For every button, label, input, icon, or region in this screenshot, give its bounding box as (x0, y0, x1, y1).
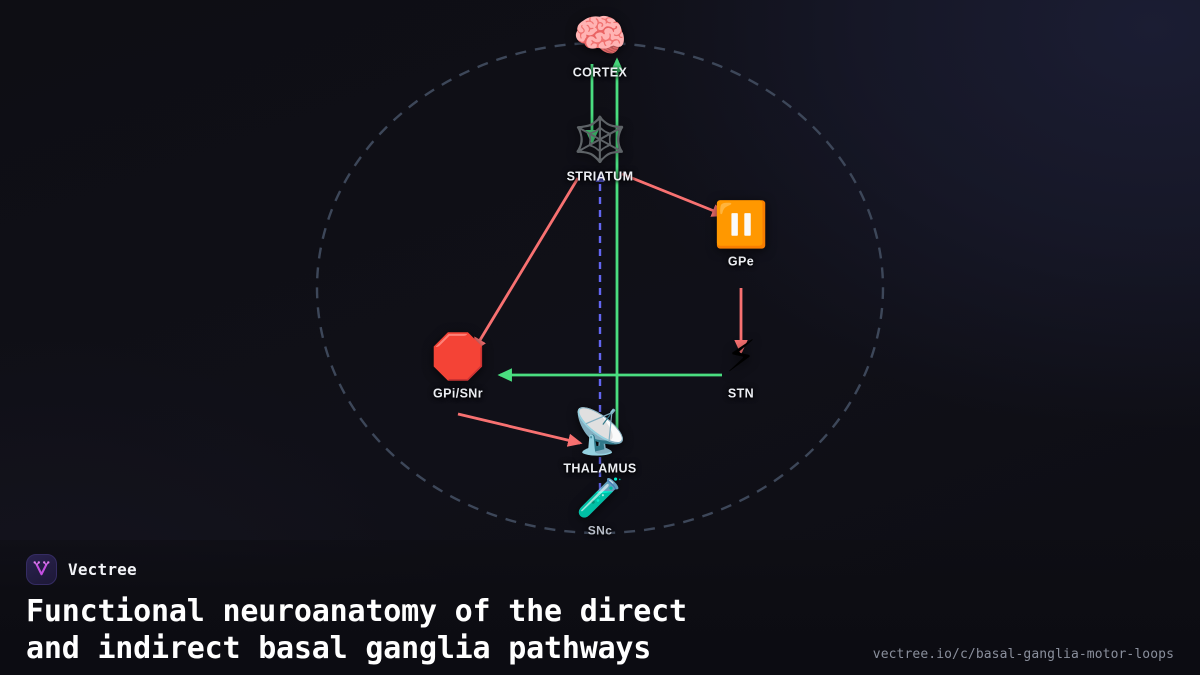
page-title-line-1: Functional neuroanatomy of the direct (26, 594, 687, 629)
node-label-cortex: CORTEX (572, 65, 628, 80)
lightning-icon: ⚡ (725, 332, 757, 382)
basal-ganglia-loop-boundary (315, 41, 885, 535)
edge-gpi-to-thalamus (457, 412, 583, 447)
node-label-snc: SNc (587, 523, 613, 538)
node-label-striatum: STRIATUM (566, 169, 634, 184)
node-snc[interactable]: 🧪 SNc (525, 479, 675, 538)
stop-sign-icon: 🛑 (430, 332, 486, 382)
spider-web-icon: 🕸️ (572, 115, 628, 165)
pause-icon: ⏸️ (713, 200, 769, 250)
test-tube-icon: 🧪 (576, 477, 624, 520)
satellite-dish-icon: 📡 (572, 407, 628, 457)
brand[interactable]: Vectree (26, 554, 1174, 585)
edge-striatum-to-gpe (621, 172, 727, 217)
node-gpe[interactable]: ⏸️ GPe (666, 202, 816, 269)
node-label-gpi-snr: GPi/SNr (432, 386, 484, 401)
node-stn[interactable]: ⚡ STN (666, 334, 816, 401)
edge-striatum-to-gpi (472, 177, 580, 353)
footer-bar: Vectree Functional neuroanatomy of the d… (0, 540, 1200, 675)
node-label-stn: STN (727, 386, 755, 401)
node-striatum[interactable]: 🕸️ STRIATUM (525, 117, 675, 184)
node-cortex[interactable]: 🧠 CORTEX (525, 13, 675, 80)
node-label-thalamus: THALAMUS (563, 461, 637, 476)
title-row: Functional neuroanatomy of the direct an… (26, 594, 1174, 668)
source-url[interactable]: vectree.io/c/basal-ganglia-motor-loops (872, 646, 1174, 662)
vectree-logo-icon (26, 554, 57, 585)
page-title-line-2: and indirect basal ganglia pathways (26, 630, 652, 666)
node-gpi-snr[interactable]: 🛑 GPi/SNr (383, 334, 533, 401)
brand-name: Vectree (68, 560, 137, 579)
node-thalamus[interactable]: 📡 THALAMUS (525, 409, 675, 476)
brain-icon: 🧠 (572, 11, 628, 61)
node-label-gpe: GPe (727, 254, 755, 269)
page-title: Functional neuroanatomy of the direct an… (26, 594, 687, 668)
